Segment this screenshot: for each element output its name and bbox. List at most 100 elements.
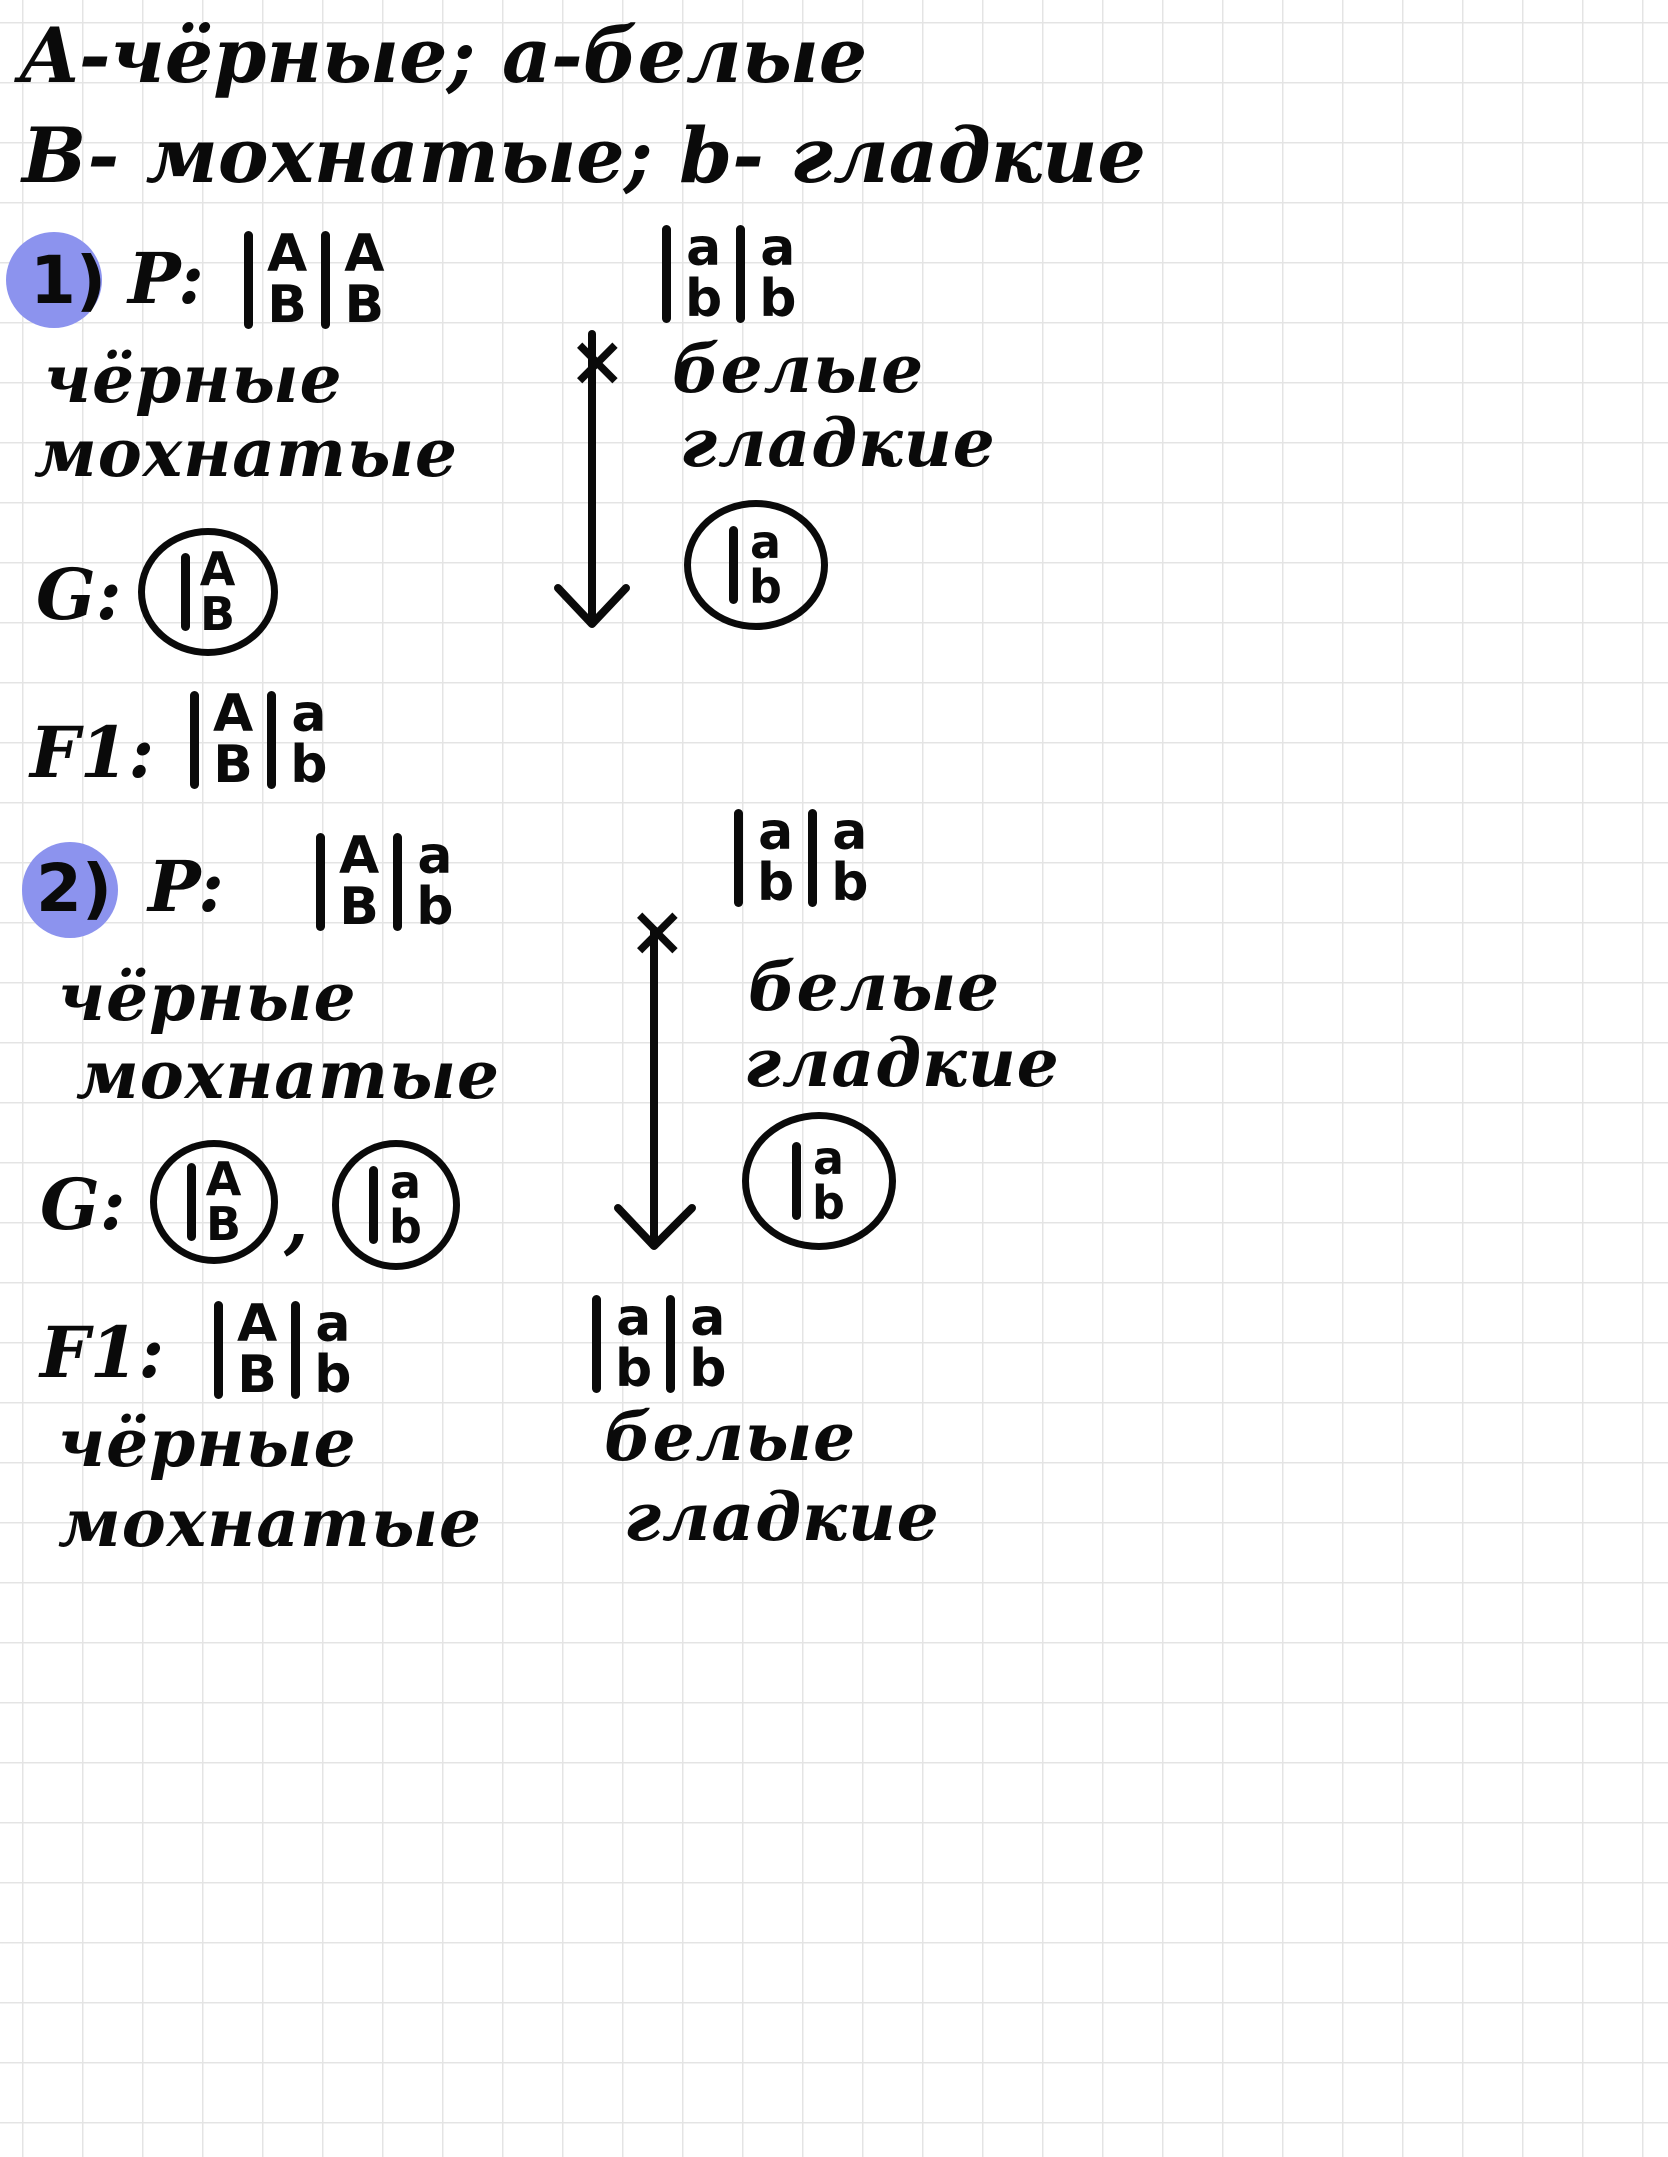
problem-1-offspring-genotype: A B a b [176, 680, 327, 800]
allele-stack: a b [615, 1288, 652, 1395]
allele-stack: A B [199, 541, 236, 641]
legend-line-1: A-чёрные; a-белые [20, 11, 868, 100]
allele-stack: A B [267, 224, 308, 331]
problem-2-number: 2) [36, 850, 113, 927]
allele: B [213, 735, 253, 795]
allele: b [290, 735, 328, 795]
chromosome-bar [662, 225, 671, 323]
allele: B [237, 1345, 277, 1405]
chromosome-bar [368, 1166, 378, 1244]
allele: a [686, 218, 722, 279]
problem-2-gametes-label: G: [40, 1163, 126, 1246]
allele: A [339, 826, 380, 887]
chromosome-bar [736, 225, 746, 323]
legend-line-2: B- мохнатые; b- гладкие [22, 111, 1146, 200]
allele-stack: a b [685, 218, 723, 329]
problem-2-offspring-right-phenotype-fur: гладкие [624, 1478, 940, 1556]
problem-2-offspring-left-phenotype-color: чёрные [58, 1404, 357, 1482]
problem-2-parents-label: P: [148, 845, 224, 928]
allele-stack: a b [314, 1294, 352, 1405]
allele: a [389, 1154, 422, 1209]
allele: b [389, 1200, 422, 1254]
problem-1-parent-left-genotype: A B A B [230, 220, 385, 340]
chromosome-bar [316, 833, 325, 931]
allele-stack: A B [339, 826, 380, 937]
problem-1-cross-sign: × [568, 319, 627, 402]
allele: a [690, 1288, 726, 1349]
allele: b [685, 269, 723, 329]
allele: b [749, 560, 782, 614]
allele-stack: a b [290, 684, 328, 795]
problem-2-offspring-label: F1: [40, 1311, 165, 1394]
problem-1-parents-label: P: [128, 237, 204, 320]
allele: a [812, 1130, 845, 1185]
problem-2-left-phenotype-color: чёрные [58, 958, 357, 1036]
problem-2-offspring-right-genotype: a b a b [578, 1284, 726, 1404]
allele: A [267, 224, 308, 285]
allele: a [758, 802, 794, 863]
problem-2-offspring-left-phenotype-fur: мохнатые [58, 1484, 482, 1562]
allele: b [689, 1339, 727, 1399]
allele-stack: a b [416, 826, 454, 937]
allele-stack: a b [759, 222, 797, 329]
allele: a [417, 826, 453, 887]
chromosome-bar [728, 526, 738, 604]
allele-stack: a b [748, 514, 784, 614]
chromosome-bar [808, 809, 818, 907]
problem-2-offspring-right-phenotype-color: белые [604, 1398, 857, 1476]
problem-2-parent-right-genotype: a b a b [720, 798, 868, 918]
allele: b [812, 1176, 845, 1230]
allele: a [315, 1294, 351, 1355]
problem-1-gamete-right: a b [684, 500, 828, 630]
problem-2-right-phenotype-fur: гладкие [744, 1024, 1060, 1102]
problem-1-badge [6, 232, 102, 328]
problem-1-gamete-left: A B [138, 528, 278, 656]
chromosome-bar [244, 231, 253, 329]
problem-1-parent-right-genotype: a b a b [648, 214, 796, 334]
problem-1-offspring-label: F1: [30, 711, 155, 794]
allele-stack: A B [213, 684, 254, 795]
problem-2-offspring-left-genotype: A B a b [200, 1290, 351, 1410]
chromosome-bar [214, 1301, 223, 1399]
allele: a [616, 1288, 652, 1349]
allele: b [416, 877, 454, 937]
chromosome-bar [291, 1301, 301, 1399]
allele: A [205, 1151, 242, 1206]
problem-2-right-phenotype-color: белые [748, 948, 1001, 1026]
allele: a [291, 684, 327, 745]
allele: B [344, 275, 385, 335]
chromosome-bar [592, 1295, 601, 1393]
chromosome-bar [186, 1163, 196, 1241]
allele: B [205, 1197, 242, 1251]
problem-2-badge [22, 842, 118, 938]
allele-stack: a b [388, 1154, 424, 1254]
problem-2-gamete-right: a b [742, 1112, 896, 1250]
problem-1-right-phenotype-color: белые [672, 330, 925, 408]
allele: b [759, 269, 797, 329]
allele: a [749, 514, 782, 569]
allele: A [213, 684, 254, 745]
allele-stack: a b [757, 802, 794, 909]
gamete-separator-comma: , [284, 1179, 309, 1262]
allele: A [199, 541, 236, 596]
chromosome-bar [190, 691, 199, 789]
problem-2-gamete-left-1: A B [150, 1140, 278, 1264]
allele: b [314, 1345, 352, 1405]
problem-1-right-phenotype-fur: гладкие [680, 404, 996, 482]
allele: b [831, 853, 869, 913]
allele-stack: A B [344, 224, 385, 335]
problem-2-gamete-left-2: a b [332, 1140, 460, 1270]
problem-1-gametes-label: G: [36, 553, 122, 636]
allele-stack: a b [689, 1288, 727, 1399]
chromosome-bar [734, 809, 743, 907]
chromosome-bar [321, 231, 331, 329]
problem-2-left-phenotype-fur: мохнатые [76, 1036, 500, 1114]
allele: B [339, 877, 379, 937]
allele: B [199, 587, 236, 641]
problem-1-number: 1) [30, 242, 107, 319]
problem-1-left-phenotype-color: чёрные [44, 340, 343, 418]
allele: a [832, 802, 868, 863]
allele: A [344, 224, 385, 285]
allele-stack: A B [205, 1151, 242, 1251]
